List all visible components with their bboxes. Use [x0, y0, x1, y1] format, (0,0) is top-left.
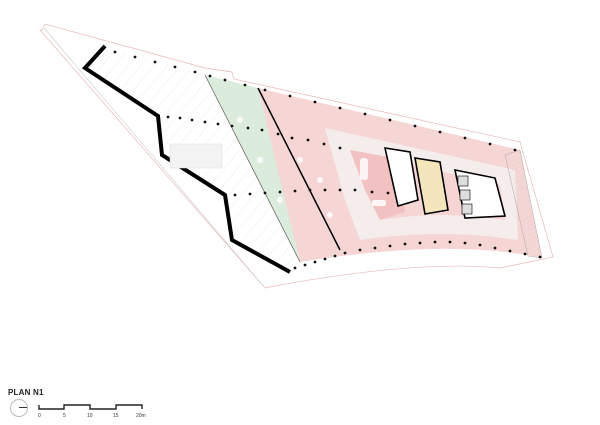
- stair-core-yellow: [414, 157, 449, 215]
- zone-divider: [257, 87, 341, 251]
- plan-title: PLAN N1: [8, 388, 44, 397]
- legend: PLAN N1 0 5 10 15 20m: [8, 388, 168, 424]
- green-edge: [204, 74, 301, 263]
- corridor-ring: [325, 128, 518, 240]
- scale-label-0: 0: [38, 413, 41, 419]
- scale-label-5: 5: [63, 413, 66, 419]
- facade-wall: [81, 44, 291, 274]
- stair-core-left: [383, 147, 419, 208]
- scale-label-10: 10: [87, 413, 93, 419]
- site-outline: [39, 23, 554, 289]
- atrium-stair: [169, 143, 223, 169]
- furniture: [237, 117, 386, 218]
- scale-bar: [38, 404, 143, 410]
- north-arrow-icon: [10, 399, 28, 417]
- service-strip: [504, 149, 543, 259]
- scale-label-20: 20m: [136, 413, 146, 419]
- scale-label-15: 15: [113, 413, 119, 419]
- column-grid: [113, 50, 542, 270]
- lift-1: [457, 175, 469, 187]
- site-inner-line: [43, 27, 266, 289]
- lift-3: [461, 203, 473, 215]
- lift-2: [459, 189, 471, 201]
